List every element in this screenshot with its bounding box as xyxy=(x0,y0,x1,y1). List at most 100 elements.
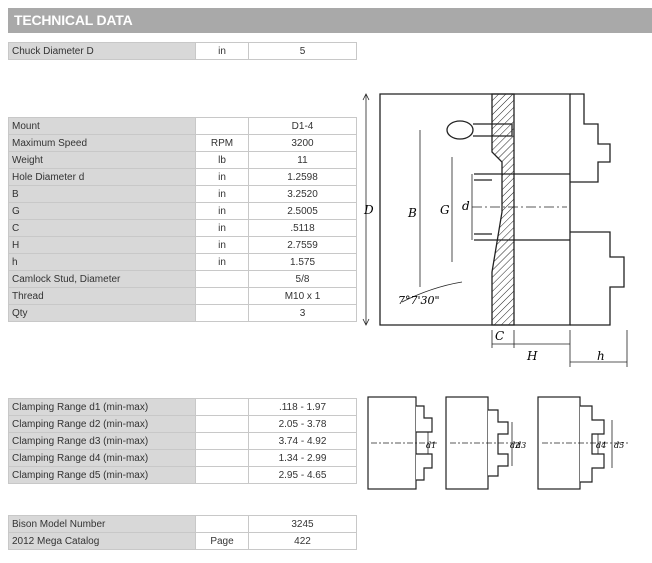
row-label: Qty xyxy=(8,304,196,322)
table-row: Chuck Diameter D in 5 xyxy=(8,42,357,60)
row-label: H xyxy=(8,236,196,254)
row-label: Chuck Diameter D xyxy=(8,42,196,60)
row-unit: in xyxy=(195,219,249,237)
row-value: 1.575 xyxy=(248,253,357,271)
table-row: Clamping Range d3 (min-max) 3.74 - 4.92 xyxy=(8,432,357,450)
row-value: 3200 xyxy=(248,134,357,152)
row-value: 3245 xyxy=(248,515,357,533)
row-unit: in xyxy=(195,236,249,254)
row-unit: in xyxy=(195,185,249,203)
row-value: 422 xyxy=(248,532,357,550)
row-value: 5 xyxy=(248,42,357,60)
table-row: Bison Model Number 3245 xyxy=(8,515,357,533)
chuck-diameter-table: Chuck Diameter D in 5 xyxy=(8,42,357,60)
row-unit: in xyxy=(195,202,249,220)
dim-label-h: h xyxy=(597,349,605,363)
row-label: Mount xyxy=(8,117,196,135)
row-unit: Page xyxy=(195,532,249,550)
row-label: Maximum Speed xyxy=(8,134,196,152)
row-value: 2.05 - 3.78 xyxy=(248,415,357,433)
table-row: Camlock Stud, Diameter 5/8 xyxy=(8,270,357,288)
row-label: Bison Model Number xyxy=(8,515,196,533)
row-unit xyxy=(195,398,249,416)
clamping-range-table: Clamping Range d1 (min-max) .118 - 1.97 C… xyxy=(8,398,357,484)
table-row: Qty 3 xyxy=(8,304,357,322)
dim-label-d: d xyxy=(462,199,470,213)
row-value: 2.7559 xyxy=(248,236,357,254)
row-unit xyxy=(195,515,249,533)
row-unit xyxy=(195,287,249,305)
row-value: 1.34 - 2.99 xyxy=(248,449,357,467)
section-header: TECHNICAL DATA xyxy=(8,8,652,33)
dim-label-d-upper: D xyxy=(363,203,374,217)
dim-label-g: G xyxy=(440,203,450,217)
dim-label-h-upper: H xyxy=(526,349,538,363)
row-value: 1.2598 xyxy=(248,168,357,186)
row-label: C xyxy=(8,219,196,237)
chuck-section-drawing: D B G d 7°7'30" C H h xyxy=(362,93,628,367)
dim-label-b: B xyxy=(407,206,417,220)
dim-label-angle: 7°7'30" xyxy=(398,294,440,307)
row-unit: in xyxy=(195,168,249,186)
row-unit xyxy=(195,270,249,288)
row-unit xyxy=(195,432,249,450)
row-unit xyxy=(195,117,249,135)
row-unit xyxy=(195,449,249,467)
row-label: Clamping Range d4 (min-max) xyxy=(8,449,196,467)
table-row: Clamping Range d1 (min-max) .118 - 1.97 xyxy=(8,398,357,416)
row-label: Clamping Range d3 (min-max) xyxy=(8,432,196,450)
row-label: Clamping Range d5 (min-max) xyxy=(8,466,196,484)
row-value: 2.5005 xyxy=(248,202,357,220)
row-unit xyxy=(195,304,249,322)
row-value: 2.95 - 4.65 xyxy=(248,466,357,484)
table-row: Clamping Range d2 (min-max) 2.05 - 3.78 xyxy=(8,415,357,433)
row-label: Clamping Range d1 (min-max) xyxy=(8,398,196,416)
row-value: M10 x 1 xyxy=(248,287,357,305)
row-value: 3 xyxy=(248,304,357,322)
dim-label-d2: d2 xyxy=(510,441,520,450)
clamping-range-drawings: d1 d2 d3 d4 d5 xyxy=(367,396,628,490)
dim-label-c: C xyxy=(495,329,504,343)
row-label: h xyxy=(8,253,196,271)
row-unit xyxy=(195,415,249,433)
dim-label-d1: d1 xyxy=(426,441,436,450)
row-label: B xyxy=(8,185,196,203)
row-label: Clamping Range d2 (min-max) xyxy=(8,415,196,433)
row-value: .5118 xyxy=(248,219,357,237)
row-value: 3.2520 xyxy=(248,185,357,203)
row-value: 11 xyxy=(248,151,357,169)
row-label: Camlock Stud, Diameter xyxy=(8,270,196,288)
table-row: Mount D1-4 xyxy=(8,117,357,135)
row-label: Weight xyxy=(8,151,196,169)
row-label: G xyxy=(8,202,196,220)
table-row: Clamping Range d4 (min-max) 1.34 - 2.99 xyxy=(8,449,357,467)
dim-label-d3: d3 xyxy=(516,441,526,450)
row-unit: in xyxy=(195,42,249,60)
row-value: 3.74 - 4.92 xyxy=(248,432,357,450)
model-table: Bison Model Number 3245 2012 Mega Catalog… xyxy=(8,515,357,550)
row-unit: lb xyxy=(195,151,249,169)
row-value: .118 - 1.97 xyxy=(248,398,357,416)
row-unit xyxy=(195,466,249,484)
dim-label-d4: d4 xyxy=(596,441,606,450)
row-unit: in xyxy=(195,253,249,271)
row-value: D1-4 xyxy=(248,117,357,135)
dim-label-d5: d5 xyxy=(614,441,624,450)
row-value: 5/8 xyxy=(248,270,357,288)
row-label: Hole Diameter d xyxy=(8,168,196,186)
row-label: Thread xyxy=(8,287,196,305)
row-label: 2012 Mega Catalog xyxy=(8,532,196,550)
section-title: TECHNICAL DATA xyxy=(14,12,133,28)
table-row: Clamping Range d5 (min-max) 2.95 - 4.65 xyxy=(8,466,357,484)
table-row: Thread M10 x 1 xyxy=(8,287,357,305)
